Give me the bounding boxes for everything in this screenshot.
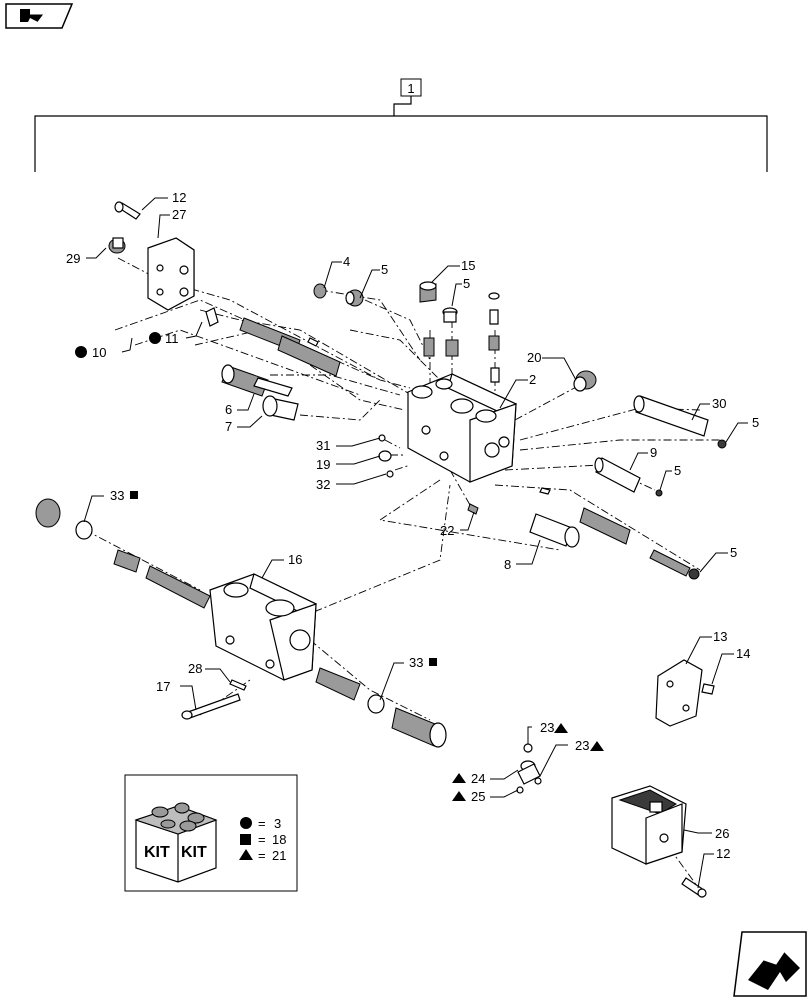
callout-6: 6 (225, 402, 232, 417)
kit-21-marker (452, 773, 466, 783)
valve-section (407, 373, 517, 483)
callout-26: 26 (715, 826, 729, 841)
next-page-icon[interactable] (733, 931, 807, 997)
plug (35, 498, 93, 540)
kit-21-marker (452, 791, 466, 801)
kit-18-marker (130, 491, 138, 499)
assembly-number: 1 (407, 81, 414, 96)
callout-20: 20 (527, 350, 541, 365)
screw (467, 503, 479, 515)
callout-17: 17 (156, 679, 170, 694)
callout-24: 24 (471, 771, 485, 786)
kit-box-label-left: KIT (144, 844, 170, 861)
callout-23: 23 (540, 720, 554, 735)
kit-legend-value: 18 (272, 832, 286, 847)
callout-30: 30 (712, 396, 726, 411)
kit-21-marker (590, 741, 604, 751)
plug (262, 395, 299, 421)
callout-5: 5 (752, 415, 759, 430)
shaft (594, 457, 663, 497)
kit-legend-value: 21 (272, 848, 286, 863)
callout-7: 7 (225, 419, 232, 434)
kit-21-marker (554, 723, 568, 733)
callout-33: 33 (110, 488, 124, 503)
callout-19: 19 (316, 457, 330, 472)
end-cover (147, 237, 195, 311)
kit-3-marker (149, 332, 161, 344)
callout-2: 2 (529, 372, 536, 387)
spool-spring-assembly (113, 549, 211, 609)
bolt (181, 679, 247, 720)
assembly-bracket: 1 (34, 78, 768, 172)
kit-legend: KIT KIT = 3 = 18 = 21 (124, 774, 298, 892)
callout-22: 22 (440, 523, 454, 538)
o-rings (378, 434, 394, 478)
callout-5: 5 (381, 262, 388, 277)
callout-4: 4 (343, 254, 350, 269)
leader-lines (83, 197, 748, 889)
callout-28: 28 (188, 661, 202, 676)
callout-10: 10 (92, 345, 106, 360)
kit-legend-equals: = (258, 832, 266, 847)
kit-3-marker (75, 346, 87, 358)
callout-31: 31 (316, 438, 330, 453)
screw (681, 877, 707, 898)
callout-5: 5 (463, 276, 470, 291)
callout-23: 23 (575, 738, 589, 753)
spool (221, 364, 293, 397)
pin (633, 395, 727, 449)
plug (313, 283, 364, 307)
callout-12: 12 (172, 190, 186, 205)
callout-15: 15 (461, 258, 475, 273)
solenoid-block (611, 785, 687, 865)
triangle-symbol-icon (239, 849, 253, 860)
callout-16: 16 (288, 552, 302, 567)
plug (573, 370, 597, 392)
kit-legend-value: 3 (274, 816, 281, 831)
square-symbol-icon (240, 834, 251, 845)
plug (108, 237, 126, 254)
previous-page-icon[interactable] (5, 3, 74, 29)
seal-kit-parts (516, 743, 542, 794)
relief-valve (419, 281, 500, 383)
screw (114, 201, 141, 220)
callout-5: 5 (674, 463, 681, 478)
callout-14: 14 (736, 646, 750, 661)
callout-labels: 12 27 29 10 11 6 7 4 5 15 5 2 20 30 5 9 … (66, 190, 759, 861)
callout-12: 12 (716, 846, 730, 861)
kit-box-label-right: KIT (181, 844, 207, 861)
cover-plate (655, 659, 715, 727)
spool (529, 487, 700, 580)
kit-legend-equals: = (258, 848, 266, 863)
callout-27: 27 (172, 207, 186, 222)
kit-box-icon (134, 802, 218, 883)
callout-29: 29 (66, 251, 80, 266)
callout-9: 9 (650, 445, 657, 460)
callout-11: 11 (165, 331, 179, 346)
spool-spring-assembly (205, 307, 341, 377)
callout-25: 25 (471, 789, 485, 804)
valve-section (209, 573, 317, 681)
callout-33: 33 (409, 655, 423, 670)
circle-symbol-icon (240, 817, 252, 829)
callout-5: 5 (730, 545, 737, 560)
spool-spring-assembly (315, 667, 447, 748)
callout-8: 8 (504, 557, 511, 572)
kit-legend-equals: = (258, 816, 266, 831)
callout-32: 32 (316, 477, 330, 492)
callout-13: 13 (713, 629, 727, 644)
kit-18-marker (429, 658, 437, 666)
